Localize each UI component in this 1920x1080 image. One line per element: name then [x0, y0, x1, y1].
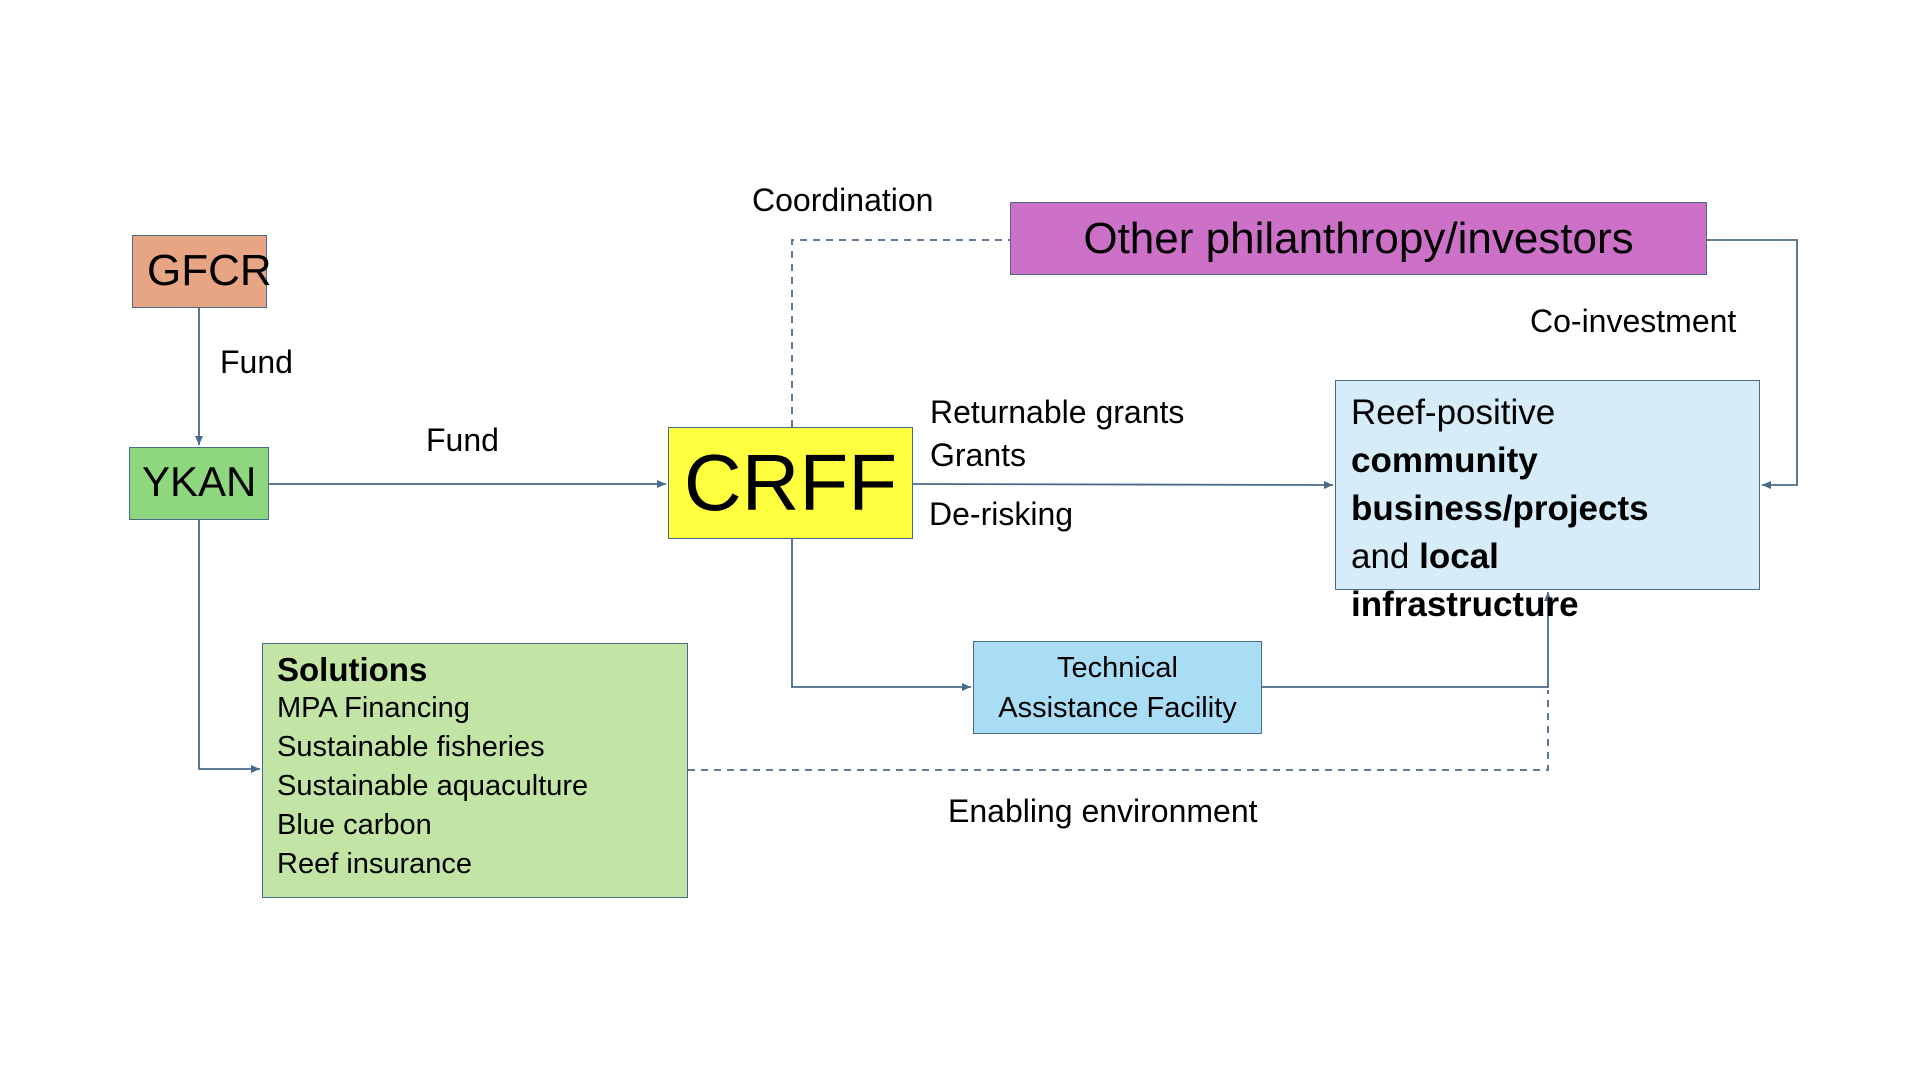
edge-other-to-reef	[1707, 239, 1798, 489]
node-other-philanthropy: Other philanthropy/investors	[1010, 202, 1707, 275]
edge-crff-to-taf	[791, 539, 971, 691]
solutions-item: Sustainable fisheries	[277, 731, 545, 763]
label-enabling-environment: Enabling environment	[948, 793, 1258, 829]
node-crff: CRFF	[668, 427, 913, 539]
label-fund-ykan-crff: Fund	[426, 422, 499, 458]
reef-line-2: community	[1351, 441, 1538, 480]
edge-crff-to-reef	[912, 480, 1334, 489]
node-ykan-label: YKAN	[142, 458, 257, 505]
reef-line-5: infrastructure	[1351, 585, 1579, 624]
label-returnable-grants: Returnable grants	[930, 394, 1185, 430]
solutions-title: Solutions	[277, 651, 428, 688]
node-reef-text: Reef-positive community business/project…	[1351, 389, 1649, 629]
solutions-item: Reef insurance	[277, 848, 473, 880]
label-grants: Grants	[930, 437, 1027, 473]
solutions-item: MPA Financing	[277, 692, 470, 724]
node-solutions-text: Solutions MPA Financing Sustainable fish…	[277, 650, 588, 884]
reef-line-1: Reef-positive	[1351, 393, 1556, 432]
label-de-risking: De-risking	[929, 496, 1074, 532]
node-gfcr: GFCR	[132, 235, 272, 308]
solutions-item: Sustainable aquaculture	[277, 770, 589, 802]
node-ykan: YKAN	[129, 447, 269, 520]
edge-taf-to-reef	[1262, 592, 1552, 688]
solutions-item: Blue carbon	[277, 809, 432, 841]
node-technical-assistance-facility: Technical Assistance Facility	[973, 641, 1262, 734]
reef-line-3: business/projects	[1351, 489, 1649, 528]
label-coordination: Coordination	[752, 182, 934, 218]
node-solutions: Solutions MPA Financing Sustainable fish…	[262, 643, 688, 898]
node-gfcr-label: GFCR	[147, 246, 272, 295]
label-fund-gfcr-ykan: Fund	[220, 344, 293, 380]
node-crff-label: CRFF	[683, 438, 898, 527]
node-reef-positive: Reef-positive community business/project…	[1335, 380, 1760, 624]
edge-ykan-to-solutions	[198, 520, 260, 773]
taf-line-1: Technical	[1057, 651, 1178, 684]
node-taf-text: Technical Assistance Facility	[974, 642, 1261, 733]
edge-solutions-to-reef-enabling	[688, 690, 1549, 771]
node-other-label: Other philanthropy/investors	[1083, 213, 1634, 263]
taf-line-2: Assistance Facility	[998, 691, 1237, 724]
label-co-investment: Co-investment	[1530, 303, 1737, 339]
edge-crff-to-other-coordination	[791, 239, 1010, 427]
reef-line-4: and local	[1351, 537, 1499, 576]
